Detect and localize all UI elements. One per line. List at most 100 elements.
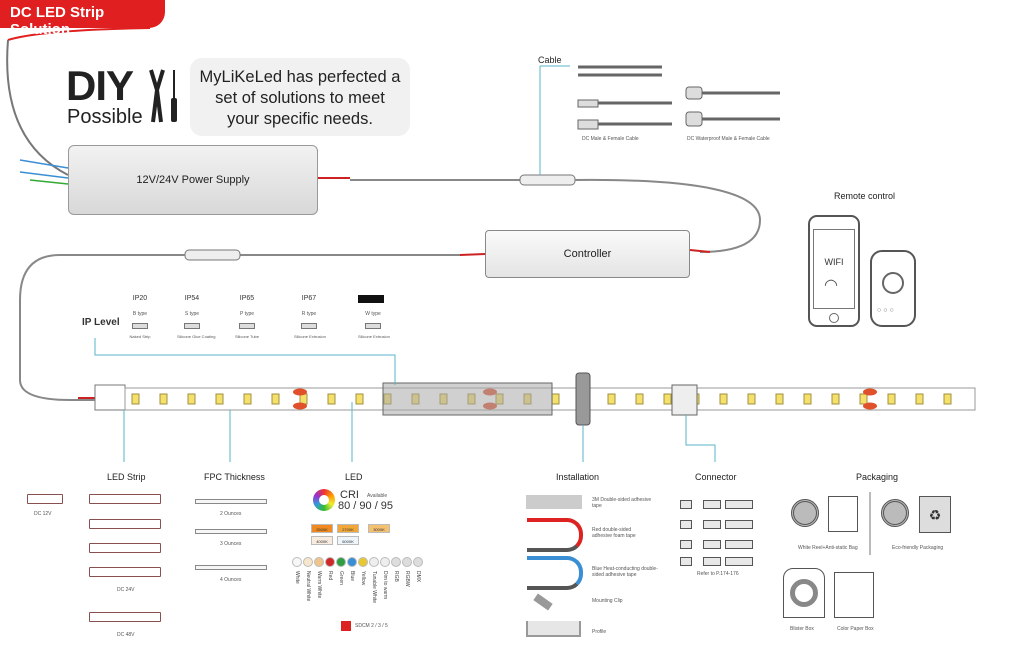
ip-strip-icon (184, 323, 200, 329)
power-supply: 12V/24V Power Supply (68, 145, 318, 215)
led-color-label: White (294, 571, 300, 584)
sdcm-icon (341, 621, 351, 631)
led-color-swatch (314, 557, 324, 567)
connector-icon (725, 520, 753, 529)
connector-title: Connector (695, 472, 737, 482)
led-chip (243, 393, 252, 405)
led-color-label: Dim to warm (382, 571, 388, 600)
packaging-title: Packaging (856, 472, 899, 482)
ip-level-title: IP Level (82, 317, 120, 328)
led-chip (747, 393, 756, 405)
intro-message: MyLiKeLed has perfected a set of solutio… (190, 58, 410, 136)
led-chip (943, 393, 952, 405)
led-chip (635, 393, 644, 405)
ip-rating: IP54 (184, 295, 200, 302)
led-color-label: Tunable White (371, 571, 377, 604)
controller: Controller (485, 230, 690, 278)
led-chip (915, 393, 924, 405)
led-chip (831, 393, 840, 405)
possible-subheading: Possible (67, 106, 143, 128)
led-chip (551, 393, 560, 405)
led-color-swatch (369, 557, 379, 567)
cri-available: Available (367, 493, 388, 499)
led-chip (803, 393, 812, 405)
ip-desc: Silicone Extrusion (358, 334, 390, 339)
packaging-label: Eco-friendly Packaging (892, 545, 944, 551)
installation-label: Profile (592, 629, 607, 635)
strip-label: DC 48V (117, 632, 135, 638)
ip-rating: IP67 (301, 295, 317, 302)
led-color-label: DMX (415, 571, 421, 583)
ip-type: B type (132, 311, 148, 317)
ip-strip-icon (239, 323, 255, 329)
packaging-label: Blister Box (790, 626, 814, 632)
ip-strip-icon (365, 323, 381, 329)
cct-swatch: 3000K (368, 524, 390, 533)
led-color-label: Green (338, 571, 344, 585)
connector-icon (725, 557, 753, 566)
smartphone: WIFI ◠ (808, 215, 860, 327)
led-color-label: Red (327, 571, 333, 581)
fpc-label: 2 Ounces (220, 511, 242, 517)
intro-line: your specific needs. (227, 110, 373, 128)
cct-swatch: 2700K (337, 524, 359, 533)
installation-label: 3M Double-sided adhesive tape (592, 497, 652, 509)
led-color-label: RGBW (404, 571, 410, 587)
strip-24v (89, 519, 161, 529)
ip-desc: Silicone Extrusion (294, 334, 326, 339)
led-color-label: Neutral White (305, 571, 311, 602)
cri-color-wheel-icon (313, 489, 335, 511)
led-chip (131, 393, 140, 405)
installation-title: Installation (556, 472, 600, 482)
led-chip (607, 393, 616, 405)
ip-type: W type (365, 311, 381, 317)
connector-icon (725, 500, 753, 509)
blue-tape-icon (527, 556, 583, 590)
led-strip-title: LED Strip (107, 472, 146, 482)
led-color-swatch (303, 557, 313, 567)
fpc-strip (195, 529, 267, 534)
packaging-label: White Reel+Anti-static Bag (798, 545, 858, 551)
packaging-label: Color Paper Box (837, 626, 874, 632)
led-title: LED (345, 472, 363, 482)
connector-icon (680, 500, 692, 509)
reel-icon (881, 499, 909, 527)
cut-pad (863, 402, 877, 410)
strip-label: DC 24V (117, 587, 135, 593)
cable-label: DC Waterproof Male & Female Cable (687, 136, 770, 142)
diy-heading: DIY (66, 62, 134, 109)
connector-icon (703, 557, 721, 566)
led-color-swatch (347, 557, 357, 567)
led-chip (887, 393, 896, 405)
led-chip (719, 393, 728, 405)
strip-24v (89, 567, 161, 577)
led-chip (327, 393, 336, 405)
led-chip (159, 393, 168, 405)
led-color-label: Blue (349, 571, 355, 582)
strip-24v (89, 494, 161, 504)
cri-label: CRI (340, 489, 359, 501)
fpc-strip (195, 499, 267, 504)
connector-icon (680, 520, 692, 529)
reel-icon (791, 499, 819, 527)
ip-strip-icon (132, 323, 148, 329)
fpc-strip (195, 565, 267, 570)
cut-pad (293, 388, 307, 396)
led-chip (271, 393, 280, 405)
cri-values: 80 / 90 / 95 (338, 500, 394, 512)
page-banner: DC LED Strip Solution (0, 0, 165, 38)
installation-label: Red double-sided adhesive foam tape (592, 527, 636, 539)
connector-note: Refer to P.174-176 (697, 571, 739, 577)
led-color-swatch (413, 557, 423, 567)
led-color-swatch (402, 557, 412, 567)
connector-icon (680, 557, 692, 566)
wifi-icon: ◠ (824, 277, 838, 294)
ip-desc: Silicone Tube (234, 334, 259, 339)
connector-icon (680, 540, 692, 549)
fpc-title: FPC Thickness (204, 472, 265, 482)
intro-line: MyLiKeLed has perfected a (199, 68, 401, 86)
ip-black-swatch (358, 295, 384, 303)
led-color-label: Yellow (360, 571, 366, 586)
sdcm-label: SDCM 2 / 3 / 5 (355, 623, 388, 629)
ip-rating: IP20 (132, 295, 148, 302)
